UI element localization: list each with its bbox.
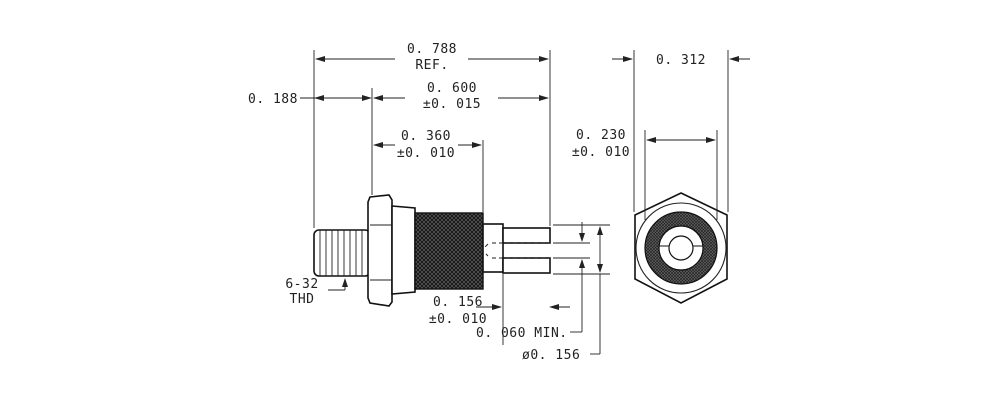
dim-knurl-dia-tol: ±0. 010: [572, 145, 630, 160]
dim-knurl-length-value: 0. 360: [401, 129, 451, 144]
dim-slot-width: 0. 060 MIN.: [476, 326, 568, 341]
thread-callout-type: THD: [290, 292, 315, 307]
dim-body-length-tol: ±0. 015: [423, 97, 481, 112]
thread-callout-size: 6-32: [285, 277, 318, 292]
hex-nut-side: [367, 194, 416, 307]
dim-hex-width: 0. 312: [656, 53, 706, 68]
slotted-tip: [481, 223, 551, 274]
dim-knurl-dia-value: 0. 230: [576, 128, 626, 143]
center-bore: [668, 235, 694, 261]
dim-body-length-value: 0. 600: [427, 81, 477, 96]
threaded-stud: [313, 229, 371, 277]
dim-slot-length-value: 0. 156: [433, 295, 483, 310]
dim-thread-length: 0. 188: [248, 92, 298, 107]
dimension-labels: 0. 788 REF. 0. 188 0. 600 ±0. 015 0. 360…: [248, 42, 706, 363]
dim-knurl-length-tol: ±0. 010: [397, 146, 455, 161]
side-view: [313, 194, 551, 307]
dim-tip-diameter: ø0. 156: [522, 348, 580, 363]
dim-slot-length-tol: ±0. 010: [429, 312, 487, 327]
dim-overall-note: REF.: [415, 58, 448, 73]
end-view: [634, 192, 728, 304]
knurled-body: [414, 212, 484, 290]
dim-overall-value: 0. 788: [407, 42, 457, 57]
dimension-lines: [300, 50, 750, 355]
